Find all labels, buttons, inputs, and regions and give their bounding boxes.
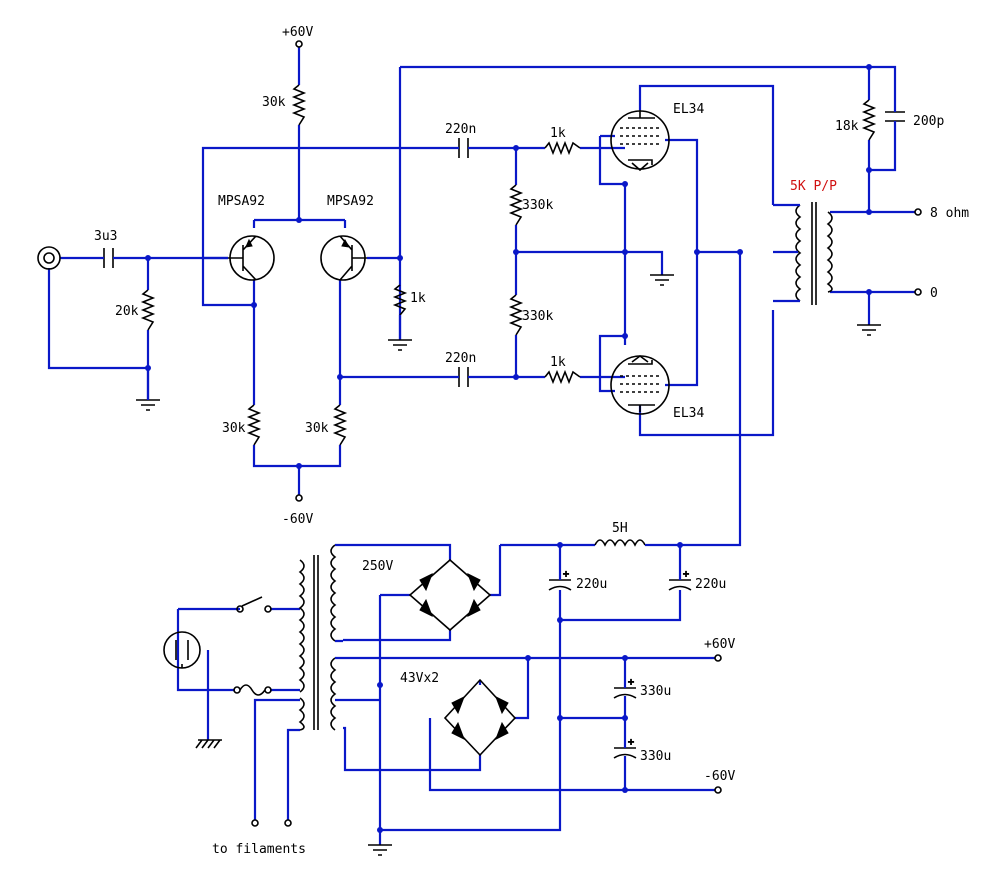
label-plus60-supply: +60V	[704, 637, 735, 652]
label-tube-top: EL34	[673, 102, 704, 117]
mains-fuse	[233, 684, 272, 696]
ground-icon	[136, 399, 160, 411]
label-tube-bottom: EL34	[673, 406, 704, 421]
terminals	[37, 40, 922, 827]
capacitor-220n-top	[455, 138, 473, 158]
svg-text:+: +	[628, 737, 634, 748]
capacitor-330u-bottom	[613, 740, 637, 760]
ground-icon	[388, 339, 412, 351]
resistor-30k-right	[332, 404, 348, 446]
label-r1k-bottom: 1k	[550, 355, 566, 370]
label-choke: 5H	[612, 521, 628, 536]
bridge-rectifier-hv	[408, 558, 492, 632]
mains-switch	[236, 596, 272, 613]
label-r30k-left: 30k	[222, 421, 246, 436]
polarity-marks: + + + +	[563, 569, 690, 749]
label-c220n-bottom: 220n	[445, 351, 476, 366]
label-out-8ohm: 8 ohm	[930, 206, 969, 221]
label-minus60-bottom: -60V	[282, 512, 313, 527]
svg-text:+: +	[563, 569, 569, 580]
tube-el34-top	[610, 110, 670, 172]
svg-text:+: +	[683, 569, 689, 580]
capacitor-220u-right	[668, 570, 692, 591]
power-transformer	[298, 543, 343, 731]
resistors	[140, 84, 877, 446]
output-transformer	[773, 202, 833, 305]
ground-symbols	[136, 274, 881, 856]
transistor-mpsa92-right	[320, 235, 367, 281]
wires	[47, 44, 915, 845]
resistor-1k-base	[392, 284, 408, 316]
label-r1k-top: 1k	[550, 126, 566, 141]
capacitor-3u3	[100, 248, 118, 268]
bridge-rectifier-lv	[443, 678, 517, 757]
resistor-30k-left	[246, 404, 262, 446]
ground-icon	[857, 324, 881, 336]
label-c330u-top: 330u	[640, 684, 671, 699]
label-c330u-bottom: 330u	[640, 749, 671, 764]
label-out-0: 0	[930, 286, 938, 301]
label-mpsa92-left: MPSA92	[218, 194, 265, 209]
label-sec-250v: 250V	[362, 559, 393, 574]
resistor-1k-top	[544, 140, 581, 156]
label-c200p: 200p	[913, 114, 944, 129]
label-r330k-top: 330k	[522, 198, 553, 213]
transistor-mpsa92-left	[228, 235, 275, 281]
tube-el34-bottom	[610, 355, 670, 415]
label-r18k: 18k	[835, 119, 859, 134]
capacitor-200p	[885, 100, 905, 135]
svg-text:+: +	[628, 677, 634, 688]
resistor-1k-bottom	[544, 369, 581, 385]
label-r20k: 20k	[115, 304, 139, 319]
resistor-20k	[140, 289, 156, 331]
input-jack-icon	[37, 246, 61, 270]
label-mpsa92-right: MPSA92	[327, 194, 374, 209]
label-r30k-top: 30k	[262, 95, 286, 110]
labels: +60V 30k MPSA92 MPSA92 3u3 20k 1k 30k 30…	[94, 25, 969, 857]
resistor-30k-top	[291, 84, 307, 126]
label-c220u-left: 220u	[576, 577, 607, 592]
label-c3u3: 3u3	[94, 229, 117, 244]
junction-dots	[145, 64, 872, 833]
ground-icon	[650, 274, 674, 286]
resistor-330k-top	[508, 184, 524, 226]
mains-plug-icon	[163, 631, 201, 669]
label-sec-43v: 43Vx2	[400, 671, 439, 686]
label-transformer: 5K P/P	[790, 179, 837, 194]
label-c220n-top: 220n	[445, 122, 476, 137]
ground-icon	[368, 844, 392, 856]
label-minus60-supply: -60V	[704, 769, 735, 784]
choke-5h	[594, 539, 650, 547]
label-c220u-right: 220u	[695, 577, 726, 592]
label-r30k-right: 30k	[305, 421, 329, 436]
label-r1k-base: 1k	[410, 291, 426, 306]
capacitors: + + + +	[100, 100, 905, 760]
label-plus60-top: +60V	[282, 25, 313, 40]
capacitor-330u-top	[613, 680, 637, 700]
resistor-330k-bottom	[508, 294, 524, 336]
capacitor-220n-bottom	[455, 367, 473, 387]
resistor-18k	[861, 99, 877, 141]
chassis-ground-icon	[195, 739, 222, 749]
label-r330k-bottom: 330k	[522, 309, 553, 324]
capacitor-220u-left	[548, 570, 572, 591]
label-filaments: to filaments	[212, 842, 306, 857]
